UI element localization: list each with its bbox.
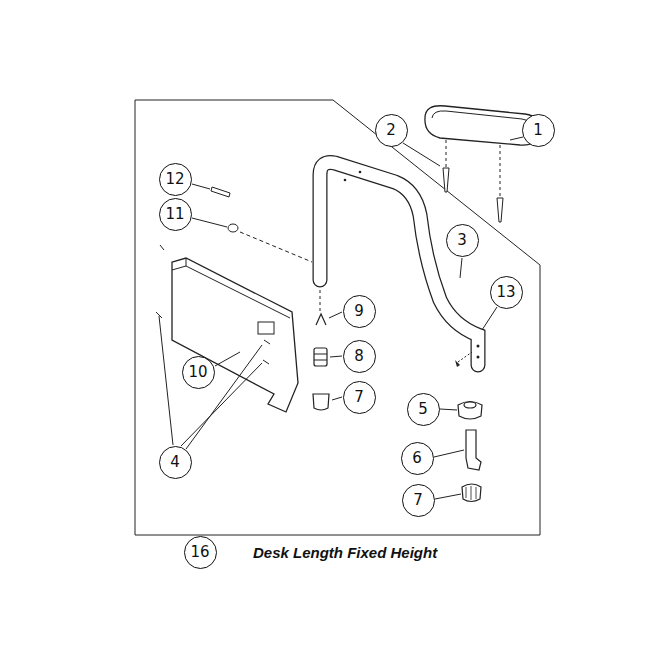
side-panel [156, 245, 298, 412]
leader-lines [159, 137, 523, 499]
callout-number: 5 [407, 393, 440, 426]
frame-border [135, 100, 540, 535]
insert-parts [313, 290, 329, 410]
callout-number: 7 [343, 381, 376, 414]
callout-text: 1 [533, 121, 543, 139]
screw-washer [211, 187, 312, 262]
callout-number: 10 [182, 356, 215, 389]
callout-text: 5 [418, 400, 428, 418]
callout-text: 7 [354, 388, 364, 406]
callout-number: 13 [490, 276, 523, 309]
callout-text: 6 [412, 449, 422, 467]
lock-parts [458, 402, 482, 502]
callout-number: 2 [375, 114, 408, 147]
callout-text: 11 [165, 205, 184, 223]
callout-text: 4 [170, 453, 180, 471]
callout-number: 6 [401, 442, 434, 475]
callout-text: 9 [354, 302, 364, 320]
callout-text: 12 [165, 170, 184, 188]
callout-text: 3 [457, 231, 467, 249]
callout-text: 7 [413, 491, 423, 509]
callout-text: 16 [190, 543, 209, 561]
callout-number: 1 [522, 114, 555, 147]
callout-number: 16 [184, 536, 217, 569]
callout-number: 11 [159, 198, 192, 231]
callout-text: 10 [188, 363, 207, 381]
callout-number: 7 [402, 484, 435, 517]
callout-number: 8 [343, 340, 376, 373]
callout-number: 12 [159, 163, 192, 196]
callout-text: 13 [496, 283, 515, 301]
callout-text: 2 [386, 121, 396, 139]
caption-text: Desk Length Fixed Height [253, 544, 437, 561]
arm-tube [316, 163, 480, 368]
screws [443, 140, 503, 222]
callout-text: 8 [354, 347, 364, 365]
callout-number: 4 [159, 446, 192, 479]
callout-number: 3 [446, 224, 479, 257]
callout-number: 9 [343, 295, 376, 328]
